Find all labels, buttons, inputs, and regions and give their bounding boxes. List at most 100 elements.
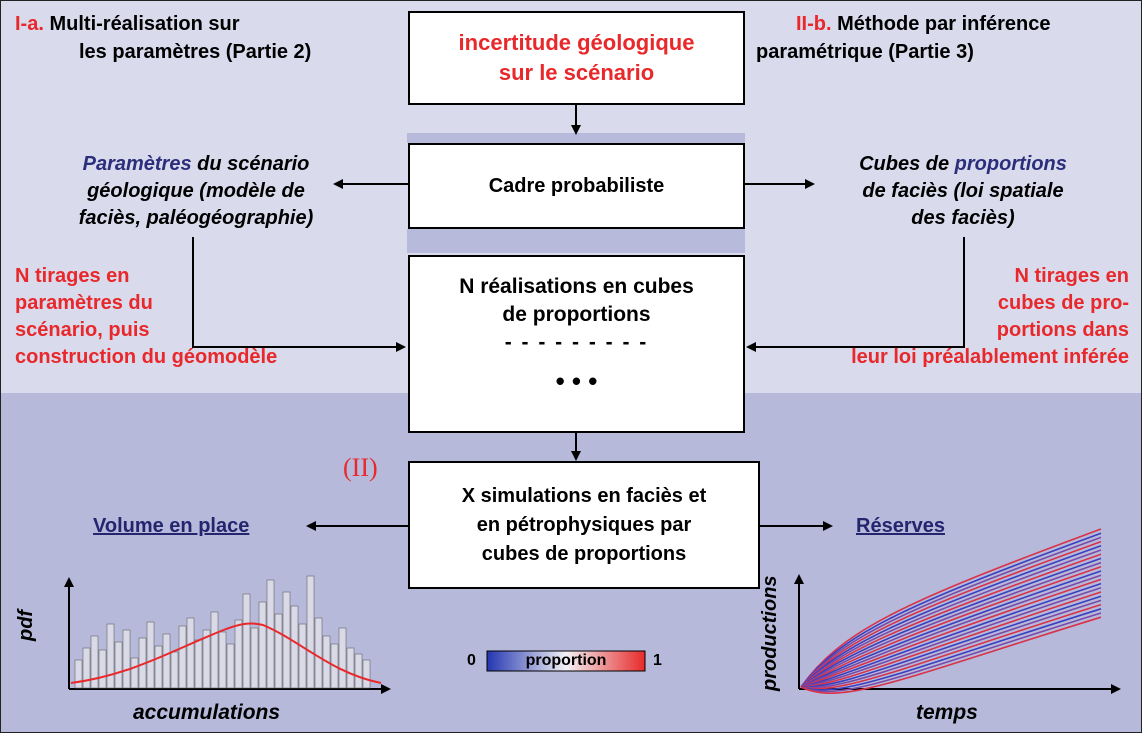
left-draws-line: construction du géomodèle — [15, 346, 278, 368]
realizations-dashes: - - - - - - - - - — [504, 331, 649, 354]
hist-bar — [306, 575, 315, 689]
right-cubes-text: Cubes de proportions de faciès (loi spat… — [813, 151, 1113, 232]
framework-box: Cadre probabiliste — [408, 143, 745, 229]
right-elbow-arrow — [746, 237, 965, 352]
spine-strip — [407, 133, 745, 143]
colorbar-min: 0 — [467, 652, 476, 669]
hist-bar — [274, 613, 283, 689]
framework-label: Cadre probabiliste — [488, 174, 665, 197]
left-parameters-line3: faciès, paléogéographie) — [78, 207, 314, 229]
left-header-line2: les paramètres (Partie 2) — [79, 41, 312, 63]
hist-bar — [154, 645, 163, 689]
density-curve — [70, 622, 382, 684]
hist-bar — [266, 579, 275, 689]
simulations-box: X simulations en faciès et en pétrophysi… — [408, 461, 760, 589]
right-draws-line: cubes de pro- — [997, 292, 1129, 314]
right-header: II-b. Méthode par inférence — [796, 13, 1051, 36]
realizations-line2: de proportions — [502, 303, 651, 326]
production-curve — [800, 540, 1102, 688]
left-parameters-text: Paramètres du scénario géologique (modèl… — [61, 151, 331, 232]
hist-bar — [338, 627, 347, 689]
right-cubes-line2: de faciès (loi spatiale — [862, 180, 1064, 202]
hist-bar — [106, 623, 115, 689]
left-draws-line: paramètres du — [15, 292, 153, 314]
right-draws-line: portions dans — [996, 319, 1129, 341]
hist-bars — [74, 575, 371, 689]
hist-bar — [122, 629, 131, 689]
hist-bar — [170, 651, 179, 689]
colorbar-max: 1 — [653, 652, 662, 669]
production-curve — [800, 582, 1102, 688]
production-curve — [800, 561, 1102, 688]
simulations-line3: cubes de proportions — [481, 542, 687, 565]
left-draws-line: scénario, puis — [15, 319, 150, 341]
right-header-line1: Méthode par inférence — [837, 13, 1051, 35]
production-curves — [800, 528, 1102, 694]
hist-bar — [242, 593, 251, 689]
left-parameters-line2: géologique (modèle de — [87, 180, 305, 202]
colorbar — [486, 650, 646, 672]
right-header-line2: paramétrique (Partie 3) — [756, 41, 974, 63]
production-curve — [800, 587, 1102, 688]
hist-bar — [74, 659, 83, 689]
marker-label: (II) — [343, 453, 378, 482]
right-header-tag: II-b. — [796, 13, 832, 35]
production-curve — [800, 553, 1102, 688]
hist-bar — [186, 617, 195, 689]
left-header: I-a. Multi-réalisation sur — [15, 13, 240, 36]
right-draws-line: leur loi préalablement inférée — [851, 346, 1129, 368]
hist-bar — [362, 659, 371, 689]
hist-ylabel: pdf — [15, 609, 37, 641]
production-curve — [800, 532, 1102, 688]
hist-bar — [194, 639, 203, 689]
hist-bar — [98, 649, 107, 689]
production-curve — [800, 599, 1102, 689]
realizations-ellipsis: • • • — [555, 366, 598, 396]
hist-bar — [130, 657, 139, 689]
hist-bar — [178, 625, 187, 689]
realizations-box: N réalisations en cubes de proportions -… — [408, 255, 745, 433]
left-parameters-rest: du scénario — [191, 153, 310, 175]
production-curve — [800, 595, 1102, 688]
hist-bar — [250, 627, 259, 689]
hist-bar — [354, 653, 363, 689]
hist-bar — [298, 623, 307, 689]
right-draws-line: N tirages en — [1014, 265, 1129, 287]
left-parameters-word: Paramètres — [82, 153, 192, 175]
right-cubes-pre: Cubes de — [859, 153, 955, 175]
simulations-line2: en pétrophysiques par — [476, 513, 692, 536]
production-curve — [800, 549, 1102, 688]
production-curve — [800, 616, 1102, 694]
left-header-tag: I-a. — [15, 13, 44, 35]
reserves-label: Réserves — [856, 515, 945, 537]
left-draws-text: N tirages en paramètres du scénario, pui… — [15, 263, 277, 371]
production-curve — [800, 612, 1102, 693]
hist-bar — [90, 635, 99, 689]
right-draws-text: N tirages en cubes de pro- portions dans… — [851, 263, 1129, 371]
volume-label: Volume en place — [93, 515, 250, 537]
right-cubes-word: proportions — [954, 153, 1067, 175]
spine-strip — [407, 229, 745, 253]
hist-bar — [258, 601, 267, 689]
production-curve — [800, 536, 1102, 688]
hist-xlabel: accumulations — [133, 701, 281, 724]
production-curve — [800, 591, 1102, 688]
production-curve — [800, 566, 1102, 688]
hist-bar — [346, 647, 355, 689]
production-curve — [800, 603, 1102, 690]
left-draws-line: N tirages en — [15, 265, 130, 287]
production-curve — [800, 574, 1102, 688]
prod-ylabel: productions — [759, 575, 781, 691]
hist-bar — [218, 631, 227, 689]
simulations-line1: X simulations en faciès et — [461, 484, 707, 507]
hist-bar — [162, 633, 171, 689]
hist-bar — [290, 605, 299, 689]
production-curve — [800, 545, 1102, 688]
production-curve — [800, 578, 1102, 688]
hist-bar — [314, 617, 323, 689]
hist-bar — [202, 629, 211, 689]
production-curve — [800, 557, 1102, 688]
left-elbow-arrow — [192, 237, 406, 352]
uncertainty-line1: incertitude géologique — [458, 30, 695, 55]
